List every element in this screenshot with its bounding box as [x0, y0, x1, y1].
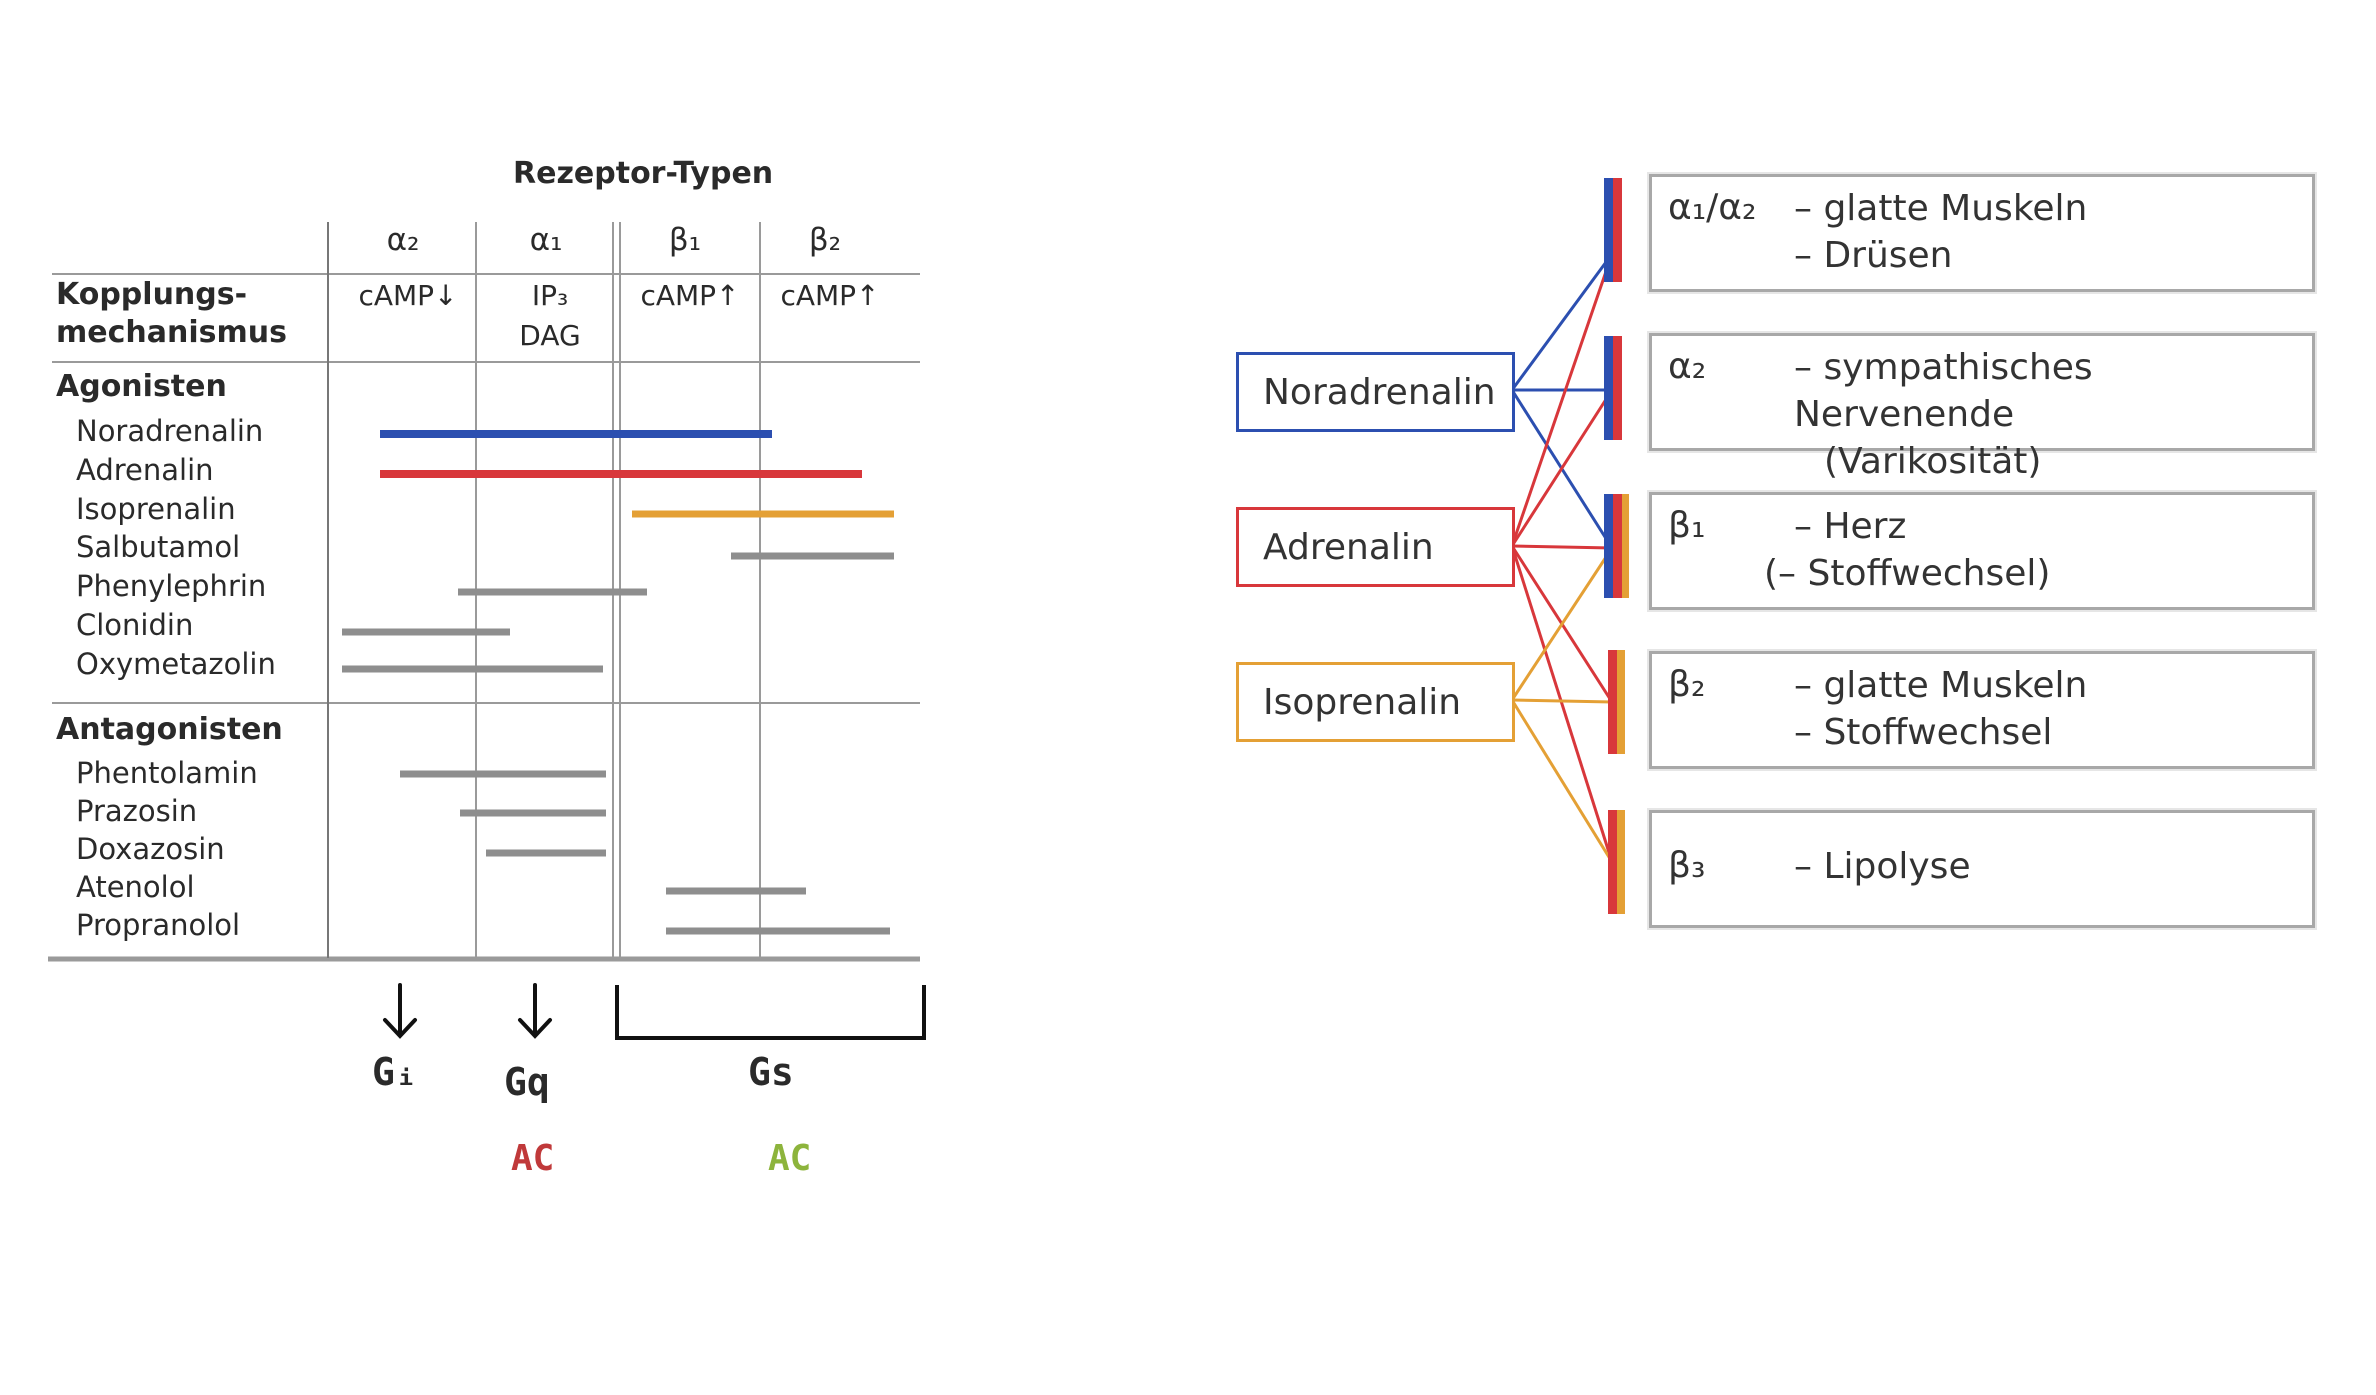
- drug-adrenalin: Adrenalin: [76, 453, 214, 487]
- gs-bracket: [615, 985, 926, 1040]
- source-adrenalin: Adrenalin: [1236, 507, 1515, 587]
- receptor-symbol: α₁/α₂: [1668, 187, 1757, 228]
- drug-phenylephrin: Phenylephrin: [76, 569, 267, 603]
- drug-isoprenalin: Isoprenalin: [76, 492, 236, 526]
- col-header-alpha1: α₁: [529, 222, 563, 258]
- receptor-symbol: β₃: [1668, 845, 1706, 886]
- description-line: (– Stoffwechsel): [1764, 553, 2051, 594]
- receptor-box-beta3: β₃ – Lipolyse: [1649, 810, 2315, 928]
- col-header-beta2: β₂: [808, 222, 842, 258]
- label-gi: Gᵢ: [372, 1050, 418, 1094]
- stripe-alpha2: [1604, 336, 1622, 440]
- coupling-alpha2: cAMP↓: [358, 279, 458, 312]
- label-gq: Gq: [504, 1060, 550, 1104]
- label-ac-q: AC: [511, 1138, 555, 1179]
- adrenalin-connections: [1510, 253, 1614, 863]
- receptor-description: – Herz (– Stoffwechsel): [1764, 503, 2050, 597]
- stripe-beta3: [1608, 810, 1625, 914]
- stripe-alpha1-alpha2: [1604, 178, 1622, 282]
- receptor-box-alpha1-alpha2: α₁/α₂ – glatte Muskeln – Drüsen: [1649, 174, 2315, 292]
- description-line: – glatte Muskeln: [1794, 188, 2088, 229]
- description-line: – Lipolyse: [1794, 846, 1971, 887]
- drug-propranolol: Propranolol: [76, 908, 241, 942]
- receptor-description: – glatte Muskeln – Drüsen: [1794, 185, 2087, 279]
- drug-doxazosin: Doxazosin: [76, 832, 225, 866]
- agonists-heading: Agonisten: [56, 369, 227, 404]
- receptor-symbol: β₂: [1668, 664, 1706, 705]
- label-gs: Gs: [748, 1050, 794, 1094]
- receptor-symbol: α₂: [1668, 346, 1707, 387]
- description-line: (Varikosität): [1824, 441, 2042, 482]
- description-line: – sympathisches Nervenende: [1794, 347, 2093, 435]
- drug-oxymetazolin: Oxymetazolin: [76, 647, 276, 681]
- description-line: – glatte Muskeln: [1794, 665, 2088, 706]
- description-line: – Drüsen: [1794, 235, 1953, 276]
- stripe-beta2: [1608, 650, 1625, 754]
- stripe-beta1: [1604, 494, 1629, 598]
- arrow-down-gi: [383, 983, 417, 1039]
- coupling-label: Kopplungs- mechanismus: [56, 276, 287, 352]
- drug-salbutamol: Salbutamol: [76, 530, 241, 564]
- description-line: – Stoffwechsel: [1794, 712, 2053, 753]
- receptor-box-beta2: β₂ – glatte Muskeln – Stoffwechsel: [1649, 651, 2315, 769]
- coupling-alpha1: IP₃ DAG: [480, 276, 620, 356]
- coupling-label-line-1: Kopplungs-: [56, 277, 248, 312]
- receptor-description: – glatte Muskeln – Stoffwechsel: [1794, 662, 2087, 756]
- antagonists-heading: Antagonisten: [56, 712, 283, 747]
- col-header-beta1: β₁: [668, 222, 702, 258]
- label-ac-s: AC: [768, 1138, 812, 1179]
- arrow-down-gq: [518, 983, 552, 1039]
- drug-atenolol: Atenolol: [76, 870, 195, 904]
- drug-phentolamin: Phentolamin: [76, 756, 258, 790]
- coupling-alpha1-line-1: IP₃: [531, 279, 569, 312]
- receptor-description: – sympathisches Nervenende (Varikosität): [1794, 344, 2312, 485]
- drug-noradrenalin: Noradrenalin: [76, 414, 264, 448]
- col-header-alpha2: α₂: [386, 222, 420, 258]
- source-isoprenalin: Isoprenalin: [1236, 662, 1515, 742]
- drug-clonidin: Clonidin: [76, 608, 194, 642]
- coupling-label-line-2: mechanismus: [56, 315, 287, 350]
- isoprenalin-connections: [1510, 547, 1614, 863]
- source-noradrenalin: Noradrenalin: [1236, 352, 1515, 432]
- receptor-box-beta1: β₁ – Herz (– Stoffwechsel): [1649, 492, 2315, 610]
- coupling-beta2: cAMP↑: [780, 279, 880, 312]
- coupling-beta1: cAMP↑: [640, 279, 740, 312]
- drug-prazosin: Prazosin: [76, 794, 198, 828]
- receptor-types-title: Rezeptor-Typen: [513, 156, 774, 191]
- coupling-alpha1-line-2: DAG: [519, 319, 581, 352]
- receptor-description: – Lipolyse: [1794, 843, 1971, 890]
- receptor-box-alpha2: α₂ – sympathisches Nervenende (Varikosit…: [1649, 333, 2315, 482]
- receptor-symbol: β₁: [1668, 505, 1706, 546]
- description-line: – Herz: [1794, 506, 1907, 547]
